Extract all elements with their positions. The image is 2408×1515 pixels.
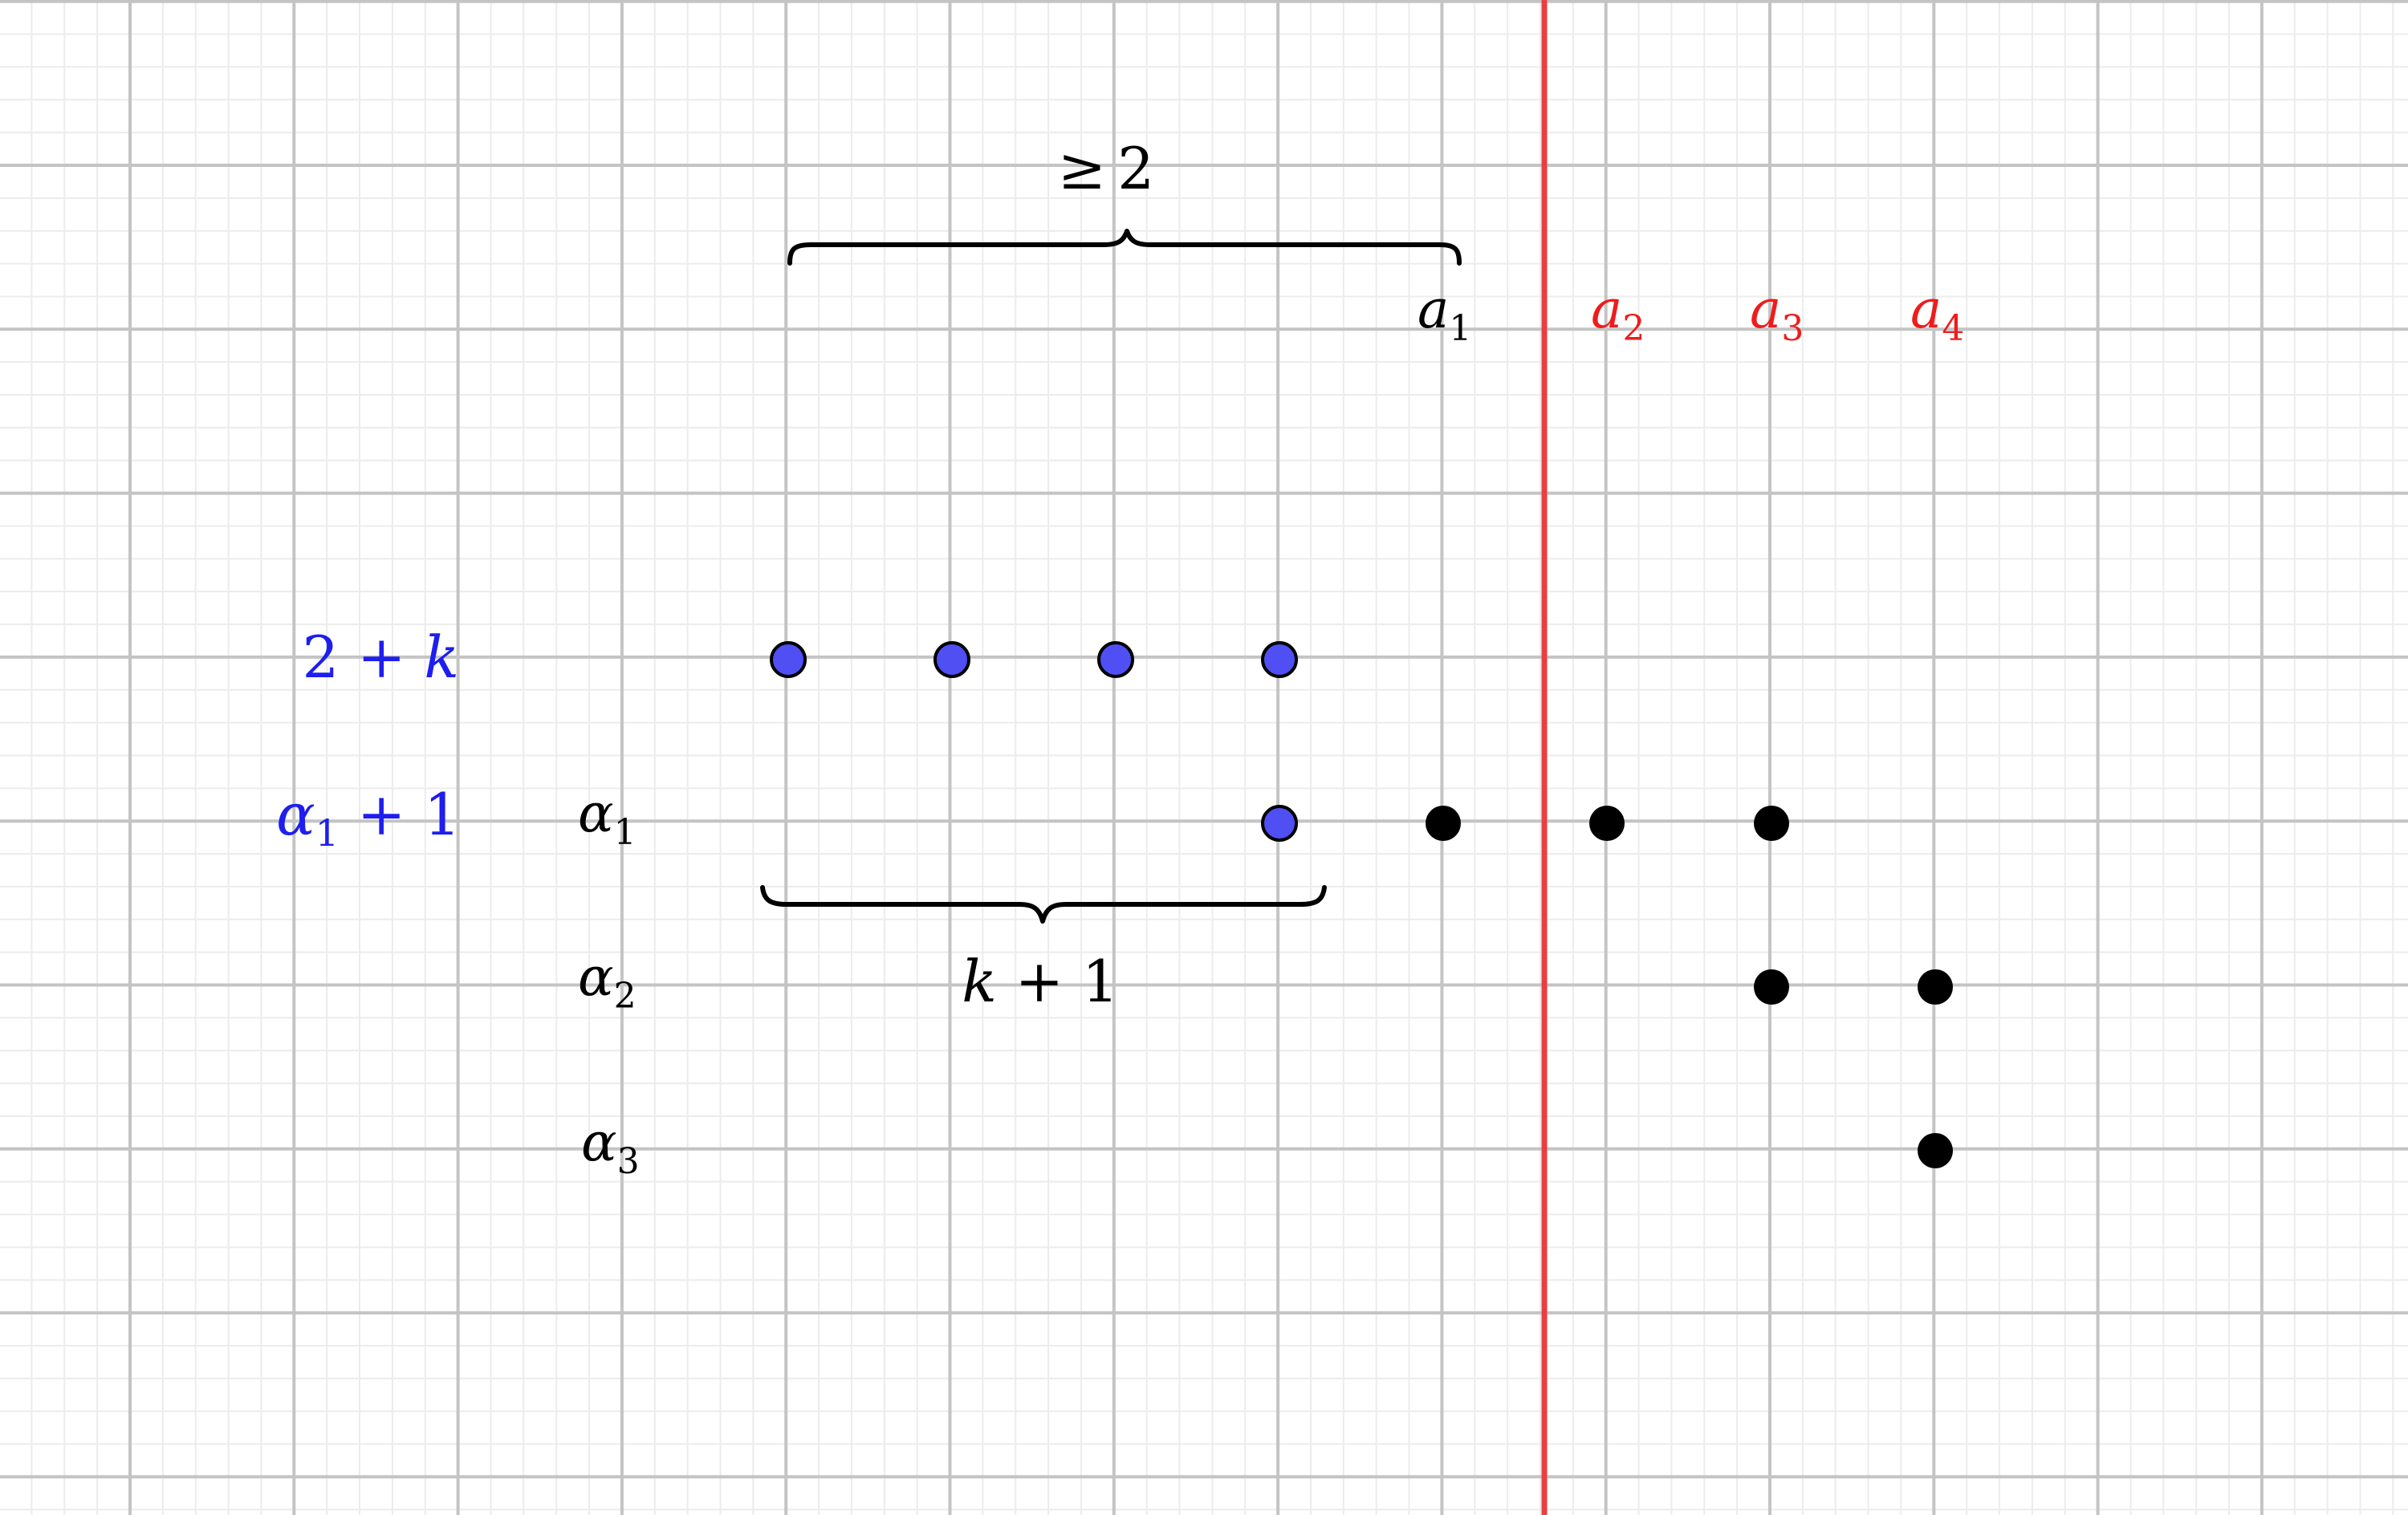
blue-point (1261, 641, 1298, 678)
black-point (1754, 969, 1789, 1005)
two-plus-k-label: 2 + k (302, 623, 459, 691)
labels-layer: ≥2 k + 1 a1 a2 a3 a4 2 + k α1 + 1 (276, 135, 1964, 1182)
black-point (1918, 1133, 1953, 1168)
k-plus-one-label: k + 1 (962, 948, 1119, 1015)
a2-label: a2 (1591, 278, 1645, 349)
blue-point (934, 641, 970, 678)
blue-point (1261, 805, 1298, 842)
black-point (1754, 806, 1789, 841)
black-point (1426, 806, 1461, 841)
alpha3-label: α3 (581, 1111, 640, 1182)
alpha1-plus-one-label: α1 + 1 (276, 781, 461, 855)
bottom-curly-brace (760, 885, 1327, 924)
a3-label: a3 (1750, 278, 1804, 349)
black-point (1589, 806, 1625, 841)
a4-label: a4 (1910, 278, 1964, 349)
blue-point (1097, 641, 1134, 678)
points-layer (770, 641, 1953, 1168)
black-point (1918, 969, 1953, 1005)
geq-two-label: ≥2 (1058, 135, 1154, 202)
top-curly-brace (787, 229, 1462, 266)
alpha2-label: α2 (578, 946, 637, 1017)
blue-point (770, 641, 807, 678)
a1-label: a1 (1418, 278, 1471, 349)
alpha1-label: α1 (578, 782, 637, 853)
